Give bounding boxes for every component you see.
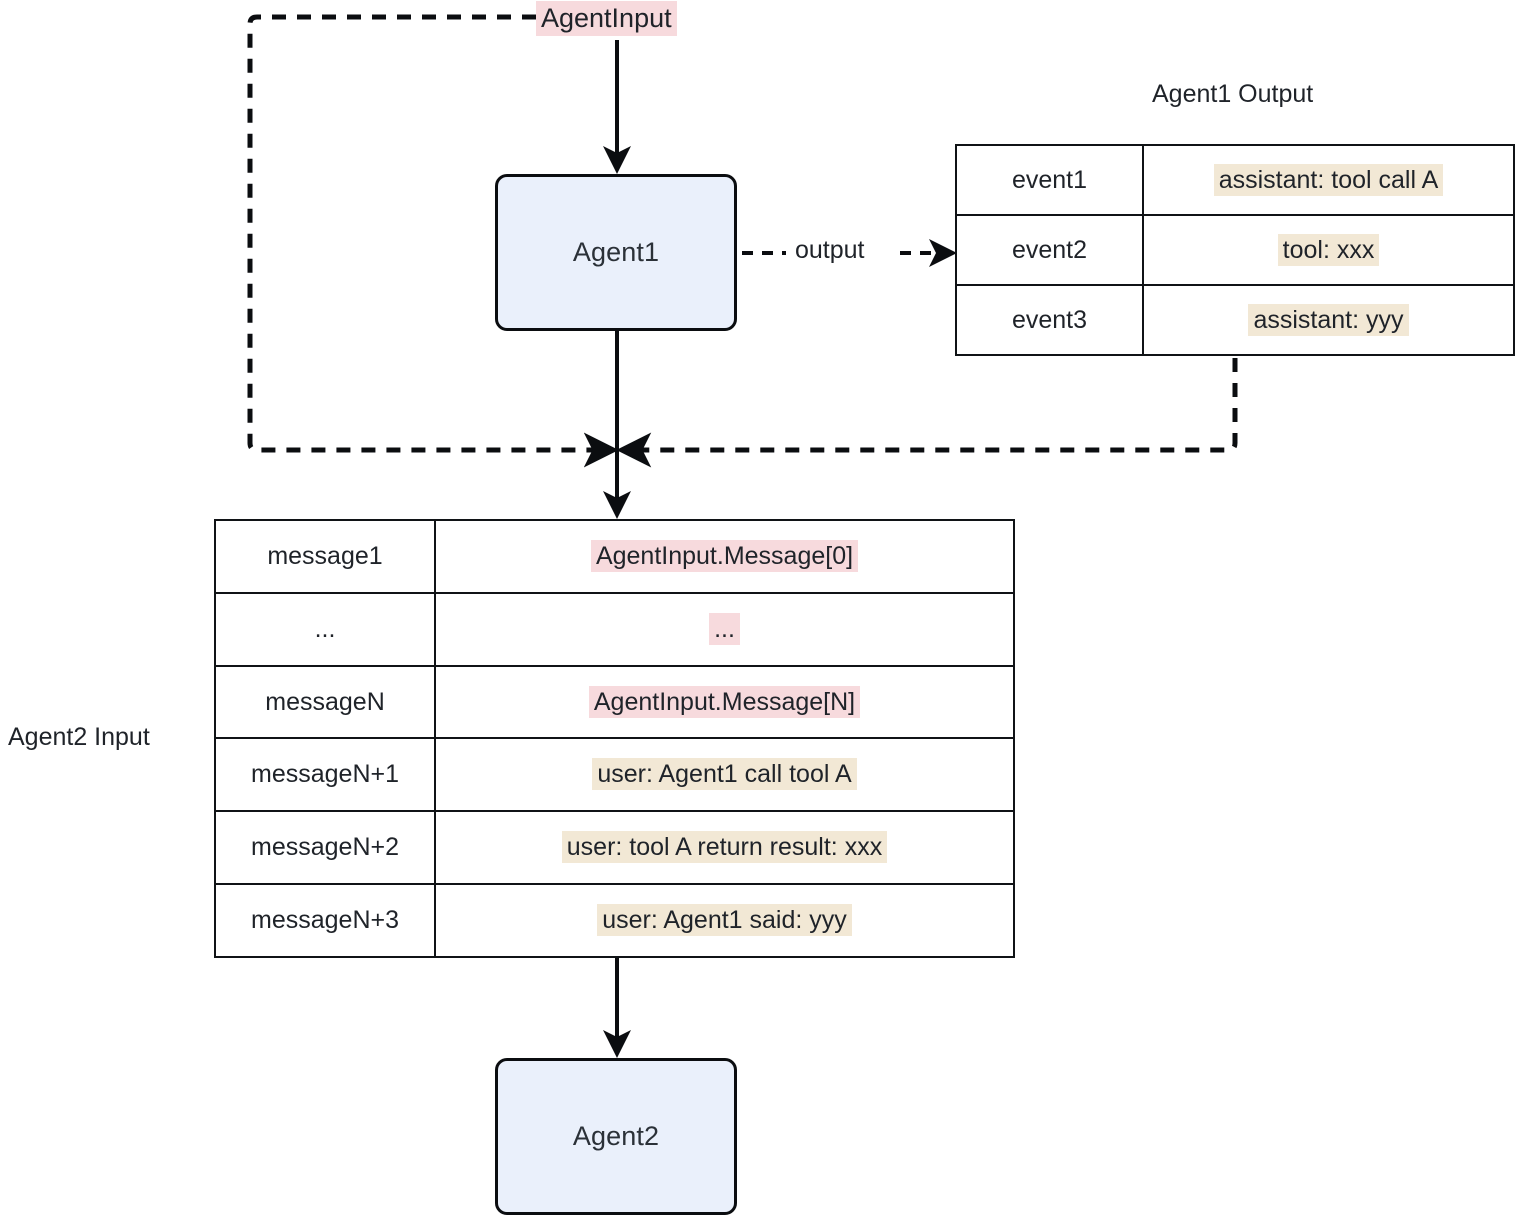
cell-text: user: tool A return result: xxx (561, 831, 888, 864)
edge-output-feedback (616, 358, 1238, 468)
table-row: event1 assistant: tool call A (955, 144, 1515, 216)
table-row: messageN+1 user: Agent1 call tool A (214, 737, 1015, 813)
agent1-output-key-cell: event1 (955, 144, 1144, 216)
agent1-node-label: Agent1 (572, 237, 660, 267)
cell-text: ... (314, 614, 336, 643)
agent2-input-title: Agent2 Input (8, 723, 150, 751)
table-row: messageN+3 user: Agent1 said: yyy (214, 883, 1015, 958)
agent1-output-key-cell: event2 (955, 214, 1144, 286)
cell-text: messageN (265, 687, 385, 716)
agent2-input-key-cell: messageN+2 (214, 810, 436, 886)
cell-text: ... (709, 612, 740, 645)
agent1-node[interactable]: Agent1 (495, 174, 737, 331)
agent1-output-key-cell: event3 (955, 284, 1144, 356)
agent2-input-key-cell: messageN (214, 664, 436, 740)
agent2-input-value-cell: user: Agent1 said: yyy (434, 883, 1015, 958)
agent1-output-value-cell: assistant: tool call A (1142, 144, 1515, 216)
agent1-output-value-cell: tool: xxx (1142, 214, 1515, 286)
output-edge-label: output (791, 236, 869, 265)
agent2-input-key-cell: messageN+1 (214, 737, 436, 813)
cell-text: AgentInput.Message[N] (588, 685, 861, 718)
agent2-input-value-cell: AgentInput.Message[0] (434, 519, 1015, 594)
agent2-input-value-cell: AgentInput.Message[N] (434, 664, 1015, 740)
table-row: messageN+2 user: tool A return result: x… (214, 810, 1015, 886)
cell-text: messageN+1 (251, 760, 399, 789)
cell-text: message1 (267, 541, 383, 570)
agent2-input-table: message1 AgentInput.Message[0] ... ... m… (214, 519, 1015, 958)
agent1-output-table-body: event1 assistant: tool call A event2 too… (955, 144, 1515, 356)
cell-text: AgentInput.Message[0] (590, 539, 859, 572)
agent2-input-value-cell: user: tool A return result: xxx (434, 810, 1015, 886)
agent2-input-key-cell: messageN+3 (214, 883, 436, 958)
agent1-output-table: event1 assistant: tool call A event2 too… (955, 144, 1515, 356)
cell-text: assistant: tool call A (1213, 163, 1444, 196)
cell-text: messageN+2 (251, 833, 399, 862)
cell-text: messageN+3 (251, 906, 399, 935)
agent1-output-value-cell: assistant: yyy (1142, 284, 1515, 356)
agent2-node[interactable]: Agent2 (495, 1058, 737, 1215)
agent2-input-key-cell: ... (214, 591, 436, 667)
agent2-input-value-cell: ... (434, 591, 1015, 667)
table-row: messageN AgentInput.Message[N] (214, 664, 1015, 740)
table-row: message1 AgentInput.Message[0] (214, 519, 1015, 594)
agent1-output-title: Agent1 Output (1152, 80, 1314, 108)
cell-text: assistant: yyy (1248, 303, 1409, 336)
cell-text: event2 (1011, 235, 1088, 264)
agent2-input-value-cell: user: Agent1 call tool A (434, 737, 1015, 813)
table-row: event3 assistant: yyy (955, 284, 1515, 356)
agent2-node-label: Agent2 (572, 1121, 660, 1151)
agent2-input-key-cell: message1 (214, 519, 436, 594)
table-row: ... ... (214, 591, 1015, 667)
agent-input-label: AgentInput (536, 1, 677, 36)
table-row: event2 tool: xxx (955, 214, 1515, 286)
cell-text: user: Agent1 said: yyy (597, 904, 852, 937)
cell-text: tool: xxx (1277, 233, 1380, 266)
cell-text: event1 (1011, 165, 1088, 194)
cell-text: user: Agent1 call tool A (592, 758, 857, 791)
agent2-input-table-body: message1 AgentInput.Message[0] ... ... m… (214, 519, 1015, 958)
cell-text: event3 (1011, 305, 1088, 334)
